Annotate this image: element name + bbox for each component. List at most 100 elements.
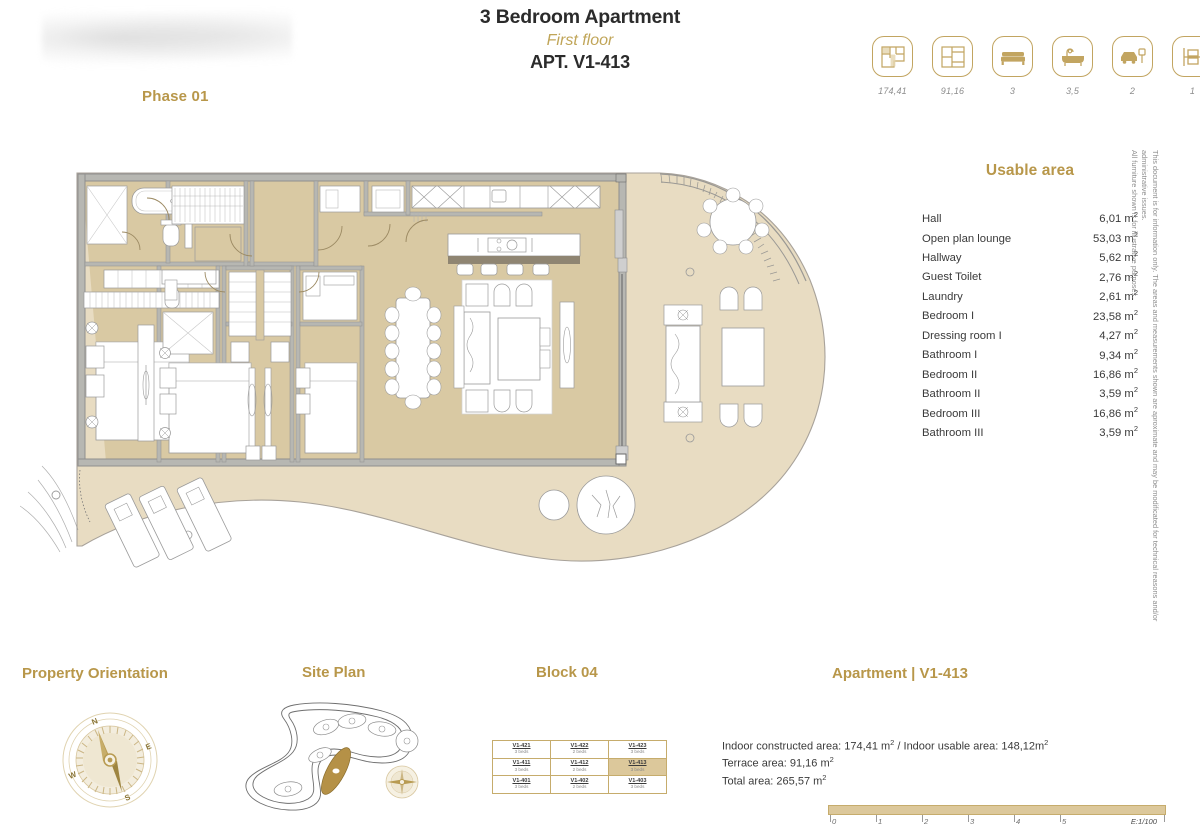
room-area: 23,58 m2 [1093, 307, 1138, 323]
table-row: Open plan lounge 53,03 m2 [900, 227, 1160, 246]
room-name: Bathroom II [922, 388, 981, 401]
scale-tick-label: 2 [924, 817, 929, 826]
compass-south: S [123, 792, 132, 803]
compass-north: N [90, 716, 99, 727]
bathtub-icon [1052, 36, 1093, 77]
room-area: 53,03 m2 [1093, 229, 1138, 245]
sun-loungers [51, 477, 232, 568]
room-area: 9,34 m2 [1099, 346, 1138, 362]
room-name: Hall [922, 213, 942, 226]
room-name: Hallway [922, 252, 962, 265]
table-row: Hall 6,01 m2 [900, 208, 1160, 227]
table-row: Bathroom I 9,34 m2 [900, 344, 1160, 363]
spec-value: 174,41 [878, 86, 907, 96]
site-plan-title: Site Plan [302, 664, 366, 681]
scale-ratio-label: E:1/100 [1130, 817, 1157, 826]
disclaimer-line-1: This document is for information only. T… [1140, 150, 1160, 622]
floor-subtitle: First floor [546, 32, 614, 49]
apartment-area-summary: Indoor constructed area: 174,41 m2 / Ind… [722, 738, 1048, 790]
spec-value: 2 [1129, 86, 1136, 96]
disclaimer-line-2: All furniture shown is for illustrative … [1129, 150, 1139, 299]
outdoor-lounge-bottom [538, 475, 636, 535]
usable-area-title: Usable area [985, 162, 1075, 179]
terrace-plan-icon [932, 36, 973, 77]
terrace-garden-edge [20, 465, 79, 553]
kitchen [411, 185, 601, 222]
spec-item-bathrooms: 3,5 [1052, 36, 1093, 96]
dressing-room-one [171, 185, 245, 262]
terrace-furniture [183, 187, 770, 540]
scale-bar-fill [828, 805, 1166, 815]
table-row: Guest Toilet 2,76 m2 [900, 266, 1160, 285]
table-row: Bathroom II 3,59 m2 [900, 383, 1160, 402]
scale-bar-ticks: 0 1 2 3 4 5 E:1/100 [828, 815, 1166, 829]
room-area: 3,59 m2 [1099, 385, 1138, 401]
room-area: 2,76 m2 [1099, 268, 1138, 284]
terrace-step-line [79, 469, 91, 523]
room-name: Bedroom III [922, 407, 981, 420]
table-row: Bedroom II 16,86 m2 [900, 364, 1160, 383]
spec-value: 91,16 [940, 86, 965, 96]
bathroom-two [161, 269, 217, 355]
scale-tick-label: 1 [878, 817, 883, 826]
table-row: Bedroom I 23,58 m2 [900, 305, 1160, 324]
page-title: 3 Bedroom Apartment [479, 6, 681, 28]
room-name: Guest Toilet [922, 271, 982, 284]
spec-item-bedrooms: 3 [992, 36, 1033, 96]
floorplan-icon [872, 36, 913, 77]
scale-tick-label: 4 [1016, 817, 1021, 826]
usable-area-list: Hall 6,01 m2 Open plan lounge 53,03 m2 Hal… [900, 208, 1160, 441]
room-area: 16,86 m2 [1093, 404, 1138, 420]
compass-needle [98, 730, 122, 792]
site-plan-highlighted-block [321, 747, 351, 795]
bedroom-two [137, 324, 252, 454]
spec-value: 3 [1009, 86, 1016, 96]
area-line-indoor: Indoor constructed area: 174,41 m2 / Ind… [722, 738, 1049, 753]
spec-icon-row: 174,41 91,16 [872, 36, 1200, 96]
bedroom-three [295, 362, 358, 454]
scale-tick-label: 5 [1062, 817, 1067, 826]
floor-plan-drawing [20, 150, 870, 650]
block-title: Block 04 [536, 664, 598, 681]
room-area: 16,86 m2 [1093, 365, 1138, 381]
room-name: Bathroom III [922, 427, 984, 440]
room-area: 6,01 m2 [1099, 210, 1138, 226]
bed-icon [992, 36, 1033, 77]
bathroom-three [302, 271, 358, 321]
table-row: Bedroom III 16,86 m2 [900, 403, 1160, 422]
room-name: Open plan lounge [922, 232, 1012, 245]
kitchen-island [447, 233, 581, 276]
scale-tick-label: 0 [832, 817, 837, 826]
area-line-total: Total area: 265,57 m2 [722, 772, 827, 788]
apartment-section-title: Apartment | V1-413 [832, 665, 968, 682]
site-plan-compass [385, 765, 419, 799]
property-orientation-title: Property Orientation [22, 665, 168, 682]
room-name: Bedroom II [922, 368, 978, 381]
room-name: Bathroom I [922, 349, 978, 362]
lounge-seating [453, 279, 575, 415]
spec-item-constructed-area: 174,41 [872, 36, 913, 96]
spec-value: 1 [1189, 86, 1196, 96]
phase-label: Phase 01 [142, 88, 209, 105]
site-plan-graphic [232, 697, 447, 827]
room-name: Bedroom I [922, 310, 975, 323]
spec-item-terrace-area: 91,16 [932, 36, 973, 96]
car-parking-icon [1112, 36, 1153, 77]
